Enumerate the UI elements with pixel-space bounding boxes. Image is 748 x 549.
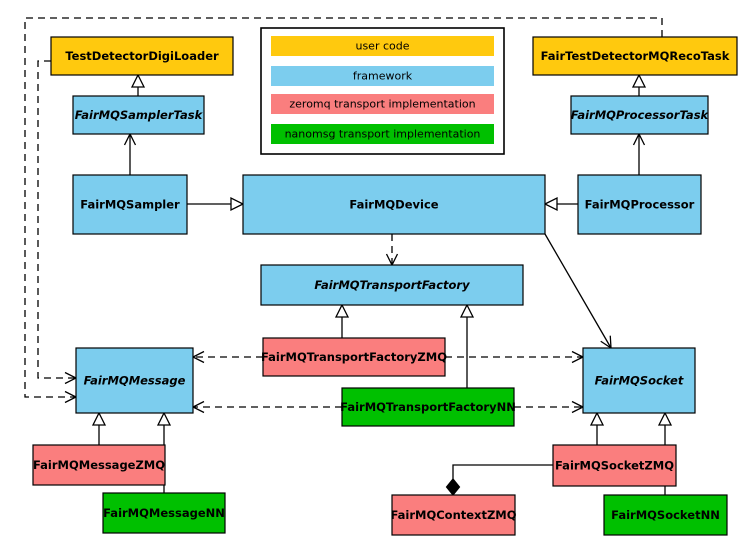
edge-line-dependency — [24, 17, 663, 398]
class-box[interactable] — [577, 174, 702, 235]
legend-panel: user code framework zeromq transport imple… — [260, 27, 505, 155]
class-box[interactable] — [72, 174, 188, 235]
class-node-factoryzmq[interactable]: FairMQTransportFactoryZMQ — [261, 337, 447, 377]
class-name-label: FairMQSocketZMQ — [555, 459, 674, 473]
class-name-label: FairMQProcessorTask — [571, 108, 710, 122]
edge-e-socketzmq-contextzmq — [445, 464, 553, 496]
edge-e-digiloader-samplertask — [130, 73, 146, 96]
class-name-label: FairMQTransportFactoryZMQ — [261, 350, 447, 364]
generalization-arrowhead — [156, 411, 172, 426]
legend-item-0: user code — [271, 36, 494, 56]
legend-item-1: framework — [271, 66, 494, 86]
class-name-label: FairMQSamplerTask — [75, 108, 204, 122]
class-node-messagenn[interactable]: FairMQMessageNN — [102, 492, 226, 534]
generalization-arrowhead — [334, 303, 350, 318]
class-box[interactable] — [532, 36, 738, 76]
edge-e-processor-device — [543, 196, 578, 212]
class-name-label: FairMQMessage — [84, 374, 186, 388]
legend-label: nanomsg transport implementation — [285, 128, 481, 141]
generalization-arrowhead — [91, 411, 107, 426]
generalization-arrowhead — [589, 411, 605, 426]
class-box[interactable] — [341, 387, 515, 427]
class-box[interactable] — [262, 337, 446, 377]
class-name-label: FairTestDetectorMQRecoTask — [541, 49, 730, 63]
class-name-label: FairMQProcessor — [585, 198, 695, 212]
class-box[interactable] — [72, 95, 205, 135]
class-node-socket[interactable]: FairMQSocket — [582, 347, 696, 414]
class-node-digiloader[interactable]: TestDetectorDigiLoader — [50, 36, 234, 76]
class-box[interactable] — [50, 36, 234, 76]
class-node-processortask[interactable]: FairMQProcessorTask — [570, 95, 710, 135]
edge-e-recotask-processortask — [631, 73, 647, 96]
generalization-arrowhead — [130, 73, 146, 88]
legend-label: zeromq transport implementation — [289, 98, 475, 111]
class-node-factorynn[interactable]: FairMQTransportFactoryNN — [340, 387, 516, 427]
edge-e-factorynn-factory — [459, 303, 475, 388]
class-name-label: FairMQTransportFactoryNN — [340, 400, 516, 414]
class-node-processor[interactable]: FairMQProcessor — [577, 174, 702, 235]
generalization-arrowhead — [230, 196, 245, 212]
class-name-label: FairMQDevice — [349, 198, 438, 212]
class-node-samplertask[interactable]: FairMQSamplerTask — [72, 95, 205, 135]
generalization-arrowhead — [543, 196, 558, 212]
class-box[interactable] — [552, 444, 677, 487]
edge-line-association — [544, 233, 612, 349]
edge-e-factoryzmq-factory — [334, 303, 350, 338]
legend-swatch — [271, 94, 494, 114]
class-node-recotask[interactable]: FairTestDetectorMQRecoTask — [532, 36, 738, 76]
class-name-label: FairMQTransportFactory — [314, 278, 470, 292]
class-name-label: FairMQMessageZMQ — [33, 458, 165, 472]
class-box[interactable] — [75, 347, 194, 414]
class-box[interactable] — [391, 494, 516, 536]
class-node-device[interactable]: FairMQDevice — [242, 174, 546, 235]
class-name-label: FairMQSampler — [80, 198, 180, 212]
edge-e-sampler-device — [187, 196, 245, 212]
class-node-factory[interactable]: FairMQTransportFactory — [260, 264, 524, 306]
class-box[interactable] — [102, 492, 226, 534]
legend-swatch — [271, 124, 494, 144]
legend-label: user code — [355, 40, 409, 53]
edge-e-socketzmq-socket — [589, 411, 605, 445]
class-name-label: FairMQMessageNN — [103, 506, 225, 520]
class-node-message[interactable]: FairMQMessage — [75, 347, 194, 414]
edge-e-messagezmq-message — [91, 411, 107, 445]
legend-swatch — [271, 66, 494, 86]
legend-item-3: nanomsg transport implementation — [271, 124, 494, 144]
class-box[interactable] — [603, 494, 728, 536]
class-node-messagezmq[interactable]: FairMQMessageZMQ — [32, 444, 166, 486]
class-box[interactable] — [260, 264, 524, 306]
class-box[interactable] — [582, 347, 696, 414]
generalization-arrowhead — [459, 303, 475, 318]
class-box[interactable] — [242, 174, 546, 235]
class-node-contextzmq[interactable]: FairMQContextZMQ — [390, 494, 517, 536]
node-layer: TestDetectorDigiLoaderFairMQSamplerTaskF… — [32, 36, 738, 536]
class-node-socketzmq[interactable]: FairMQSocketZMQ — [552, 444, 677, 487]
class-box[interactable] — [570, 95, 709, 135]
class-box[interactable] — [32, 444, 166, 486]
generalization-arrowhead — [631, 73, 647, 88]
generalization-arrowhead — [657, 411, 673, 426]
class-name-label: FairMQSocket — [595, 374, 684, 388]
class-name-label: TestDetectorDigiLoader — [65, 49, 219, 63]
class-node-sampler[interactable]: FairMQSampler — [72, 174, 188, 235]
class-name-label: FairMQContextZMQ — [390, 508, 516, 522]
edge-line-dependency — [37, 60, 76, 379]
legend-item-2: zeromq transport implementation — [271, 94, 494, 114]
legend-label: framework — [353, 70, 413, 83]
composition-diamond — [445, 478, 461, 496]
legend-swatch — [271, 36, 494, 56]
class-name-label: FairMQSocketNN — [611, 508, 720, 522]
class-node-socketnn[interactable]: FairMQSocketNN — [603, 494, 728, 536]
